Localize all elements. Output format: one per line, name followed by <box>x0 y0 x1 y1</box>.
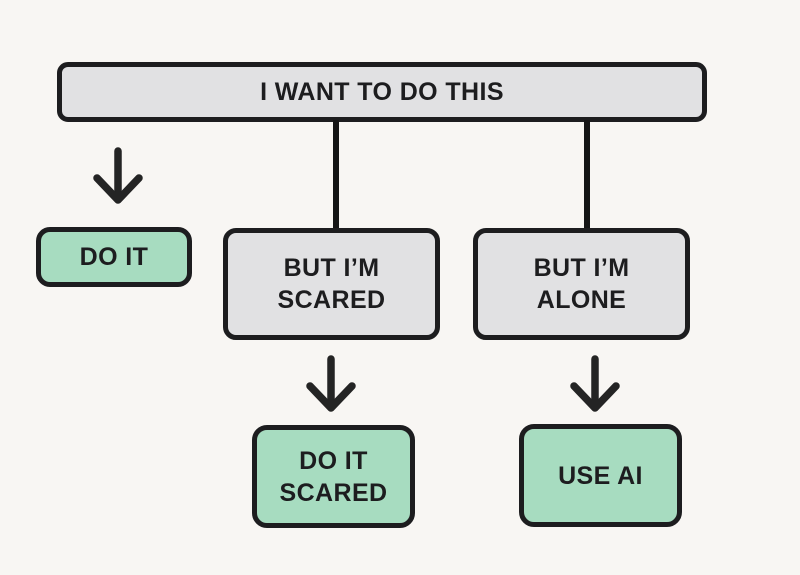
node-label-line2: SCARED <box>279 478 388 507</box>
node-label: BUT I’M ALONE <box>534 252 630 316</box>
node-label: I WANT TO DO THIS <box>260 78 504 106</box>
node-label-line1: BUT I’M <box>283 254 380 282</box>
node-but-im-scared: BUT I’M SCARED <box>223 228 440 340</box>
node-label: BUT I’M SCARED <box>278 252 386 316</box>
node-label: DO IT <box>79 243 149 271</box>
node-do-it-scared: DO IT SCARED <box>252 425 415 528</box>
node-use-ai: USE AI <box>519 424 682 527</box>
node-label: DO IT SCARED <box>280 445 388 509</box>
node-label-line1: BUT I’M <box>533 254 630 282</box>
connector-line-scared <box>333 120 339 230</box>
down-arrow-icon <box>93 147 143 205</box>
node-i-want-to-do-this: I WANT TO DO THIS <box>57 62 707 122</box>
node-but-im-alone: BUT I’M ALONE <box>473 228 690 340</box>
node-label-line2: ALONE <box>536 286 627 314</box>
node-do-it: DO IT <box>36 227 192 287</box>
node-label-line2: SCARED <box>277 286 386 314</box>
connector-line-alone <box>584 120 590 230</box>
node-label: USE AI <box>558 461 643 490</box>
down-arrow-icon <box>570 355 620 413</box>
node-label-line1: DO IT <box>299 446 368 475</box>
down-arrow-icon <box>306 355 356 413</box>
